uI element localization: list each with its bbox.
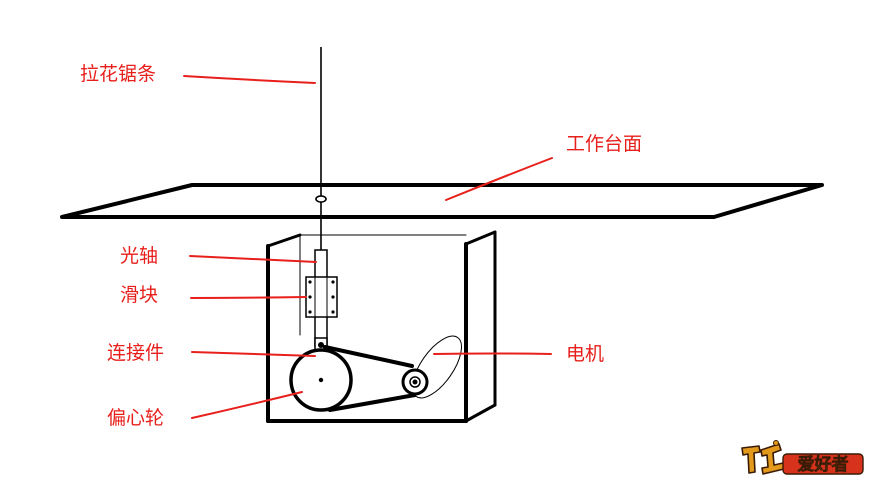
leader-motor xyxy=(433,352,552,355)
leader-table xyxy=(445,157,553,201)
leader-slider xyxy=(190,296,307,299)
logo-text: 爱好者 xyxy=(798,454,849,475)
drive-belt xyxy=(323,345,417,412)
leader-wheel xyxy=(191,391,303,419)
leader-saw xyxy=(183,75,316,84)
label-connector: 连接件 xyxy=(107,342,165,364)
label-slider: 滑块 xyxy=(120,284,159,306)
motor xyxy=(401,335,462,399)
label-saw-blade: 拉花锯条 xyxy=(80,63,157,85)
work-table xyxy=(60,183,824,219)
frame-box xyxy=(266,230,497,423)
logo-wood-glyph-2 xyxy=(760,443,785,475)
label-motor: 电机 xyxy=(566,343,605,365)
slider-block xyxy=(305,276,338,318)
leader-connector xyxy=(191,351,316,357)
label-work-table: 工作台面 xyxy=(566,133,643,155)
label-optical-shaft: 光轴 xyxy=(120,245,159,267)
logo-dot xyxy=(773,440,779,446)
label-eccentric-wheel: 偏心轮 xyxy=(107,407,165,429)
leader-shaft xyxy=(189,255,317,263)
watermark-logo: 爱好者 xyxy=(739,438,865,476)
logo-graphic: 爱好者 xyxy=(741,440,864,475)
logo-text-bg xyxy=(782,453,864,475)
leader-lines xyxy=(183,75,553,419)
table-blade-hole xyxy=(315,195,327,203)
logo-wood-glyph xyxy=(741,445,761,474)
eccentric-wheel xyxy=(289,348,353,412)
